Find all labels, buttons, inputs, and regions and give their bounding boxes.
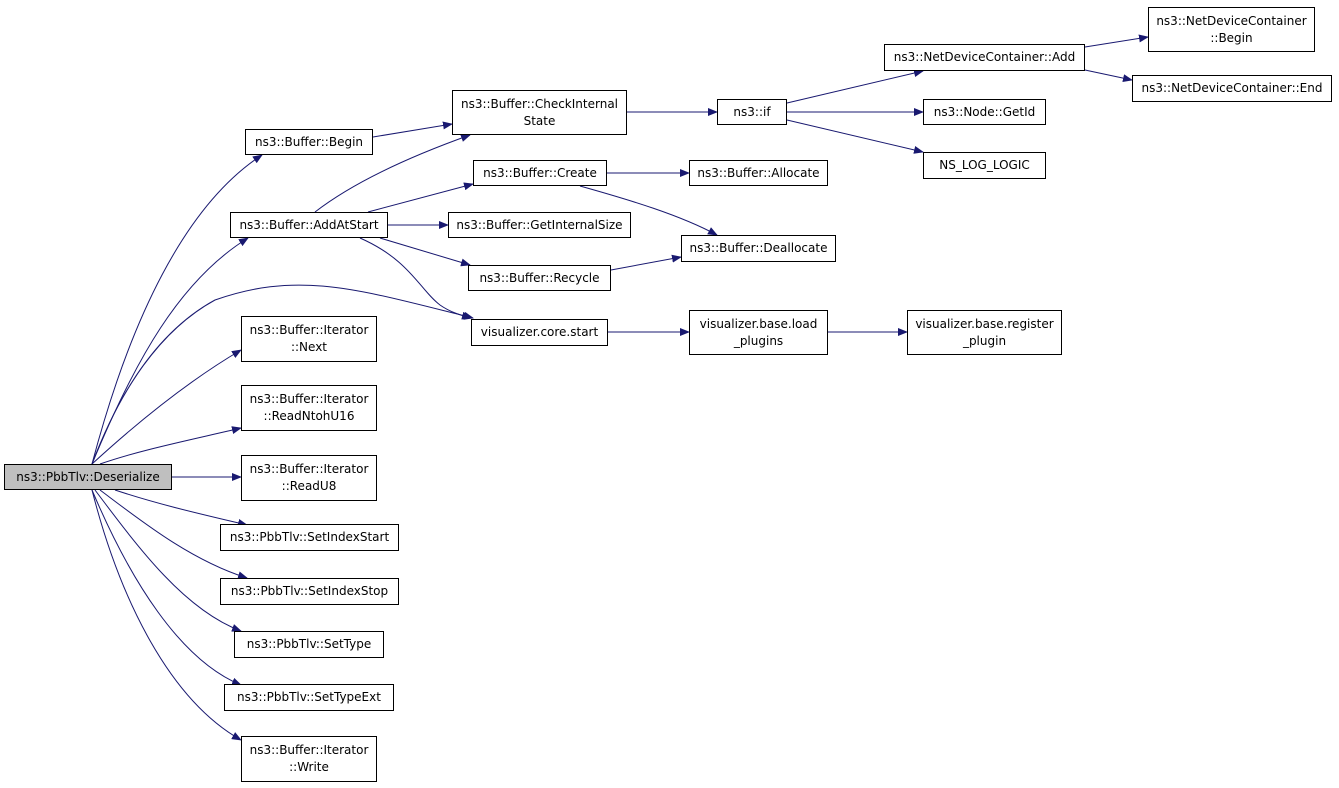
- node-set-type-label: ns3::PbbTlv::SetType: [246, 637, 372, 651]
- node-iterator-read-ntoh-u16-label-2: ::ReadNtohU16: [263, 409, 355, 423]
- edge-add-at-start-to-buffer-recycle: [379, 237, 471, 267]
- node-netdevice-add-label: ns3::NetDeviceContainer::Add: [893, 50, 1076, 64]
- node-node-get-id[interactable]: ns3::Node::GetId: [923, 99, 1046, 125]
- edge-deserialize-to-add-at-start: [91, 237, 249, 465]
- edge-ns3-if-to-ns-log-logic: [786, 119, 924, 154]
- node-iterator-read-u8[interactable]: ns3::Buffer::Iterator::ReadU8: [241, 455, 377, 501]
- node-buffer-allocate-label: ns3::Buffer::Allocate: [697, 165, 820, 180]
- node-ns-log-logic[interactable]: NS_LOG_LOGIC: [923, 152, 1046, 179]
- edge-add-at-start-to-check-internal-state: [314, 134, 471, 213]
- node-load-plugins-label-1: visualizer.base.load: [699, 316, 818, 331]
- edge-deserialize-to-set-type-ext: [91, 489, 242, 686]
- node-netdevice-begin-label-2: ::Begin: [1210, 30, 1253, 45]
- edge-netdevice-add-to-netdevice-end: [1084, 69, 1133, 83]
- edge-add-at-start-to-visualizer-core-start: [359, 237, 472, 320]
- edge-deserialize-to-set-type: [94, 489, 242, 632]
- node-set-type-ext-label: ns3::PbbTlv::SetTypeExt: [237, 690, 381, 704]
- node-load-plugins[interactable]: visualizer.base.load _plugins: [689, 310, 828, 355]
- node-deserialize-label: ns3::PbbTlv::Deserialize: [16, 469, 160, 484]
- node-load-plugins-label-2: _plugins: [733, 333, 784, 348]
- node-netdevice-begin[interactable]: ns3::NetDeviceContainer::Begin: [1148, 7, 1315, 52]
- node-visualizer-core-start-label: visualizer.core.start: [480, 325, 599, 339]
- node-buffer-create[interactable]: ns3::Buffer::Create: [473, 160, 607, 186]
- edge-add-at-start-to-buffer-create: [367, 182, 474, 213]
- node-ns3-if-label: ns3::if: [733, 104, 771, 119]
- node-set-index-stop-label: ns3::PbbTlv::SetIndexStop: [230, 584, 389, 598]
- node-check-internal-state-label-2: State: [523, 113, 556, 128]
- node-add-at-start-label: ns3::Buffer::AddAtStart: [239, 217, 379, 232]
- edge-buffer-begin-to-check-internal-state: [372, 121, 453, 138]
- edge-deserialize-to-iterator-write: [91, 489, 242, 741]
- node-netdevice-begin-label-1: ns3::NetDeviceContainer: [1156, 13, 1307, 28]
- edge-buffer-recycle-to-buffer-deallocate: [610, 254, 682, 271]
- edge-deserialize-to-set-index-stop: [99, 489, 248, 580]
- node-netdevice-add[interactable]: ns3::NetDeviceContainer::Add: [884, 44, 1085, 71]
- node-buffer-begin-label: ns3::Buffer::Begin: [254, 134, 364, 149]
- node-buffer-allocate[interactable]: ns3::Buffer::Allocate: [689, 160, 828, 186]
- node-set-index-start[interactable]: ns3::PbbTlv::SetIndexStart: [220, 524, 399, 551]
- node-iterator-write-label-1: ns3::Buffer::Iterator: [249, 743, 369, 757]
- edge-deserialize-to-iterator-next: [91, 349, 242, 465]
- node-ns-log-logic-label: NS_LOG_LOGIC: [939, 158, 1030, 172]
- edge-ns3-if-to-netdevice-add: [786, 69, 924, 104]
- node-iterator-next-label-2: ::Next: [290, 340, 328, 354]
- node-iterator-write[interactable]: ns3::Buffer::Iterator::Write: [241, 736, 377, 782]
- node-buffer-begin[interactable]: ns3::Buffer::Begin: [245, 129, 373, 155]
- node-buffer-recycle-label: ns3::Buffer::Recycle: [479, 270, 600, 285]
- node-node-get-id-label: ns3::Node::GetId: [933, 104, 1036, 119]
- node-iterator-read-ntoh-u16-label-1: ns3::Buffer::Iterator: [249, 392, 369, 406]
- call-edges: [91, 34, 1149, 741]
- node-deserialize[interactable]: ns3::PbbTlv::Deserialize: [4, 464, 172, 490]
- edge-deserialize-to-buffer-begin: [91, 154, 263, 465]
- node-buffer-recycle[interactable]: ns3::Buffer::Recycle: [468, 265, 611, 291]
- node-visualizer-core-start[interactable]: visualizer.core.start: [471, 319, 608, 346]
- node-set-type[interactable]: ns3::PbbTlv::SetType: [234, 631, 384, 658]
- node-add-at-start[interactable]: ns3::Buffer::AddAtStart: [230, 212, 388, 238]
- node-buffer-deallocate-label: ns3::Buffer::Deallocate: [689, 241, 828, 255]
- node-get-internal-size-label: ns3::Buffer::GetInternalSize: [456, 217, 623, 232]
- node-netdevice-end[interactable]: ns3::NetDeviceContainer::End: [1132, 75, 1332, 102]
- node-iterator-read-u8-label-1: ns3::Buffer::Iterator: [249, 462, 369, 476]
- node-iterator-read-ntoh-u16[interactable]: ns3::Buffer::Iterator::ReadNtohU16: [241, 385, 377, 431]
- edge-deserialize-to-set-index-start: [114, 489, 248, 527]
- node-set-index-start-label: ns3::PbbTlv::SetIndexStart: [229, 530, 390, 544]
- node-iterator-next-label-1: ns3::Buffer::Iterator: [249, 323, 369, 337]
- node-iterator-next[interactable]: ns3::Buffer::Iterator::Next: [241, 316, 377, 362]
- node-netdevice-end-label: ns3::NetDeviceContainer::End: [1141, 81, 1323, 95]
- node-set-type-ext[interactable]: ns3::PbbTlv::SetTypeExt: [224, 684, 394, 711]
- edge-deserialize-to-visualizer-core-start: [91, 284, 474, 465]
- node-iterator-write-label-2: ::Write: [289, 760, 329, 774]
- node-iterator-read-u8-label-2: ::ReadU8: [281, 479, 337, 493]
- node-buffer-deallocate[interactable]: ns3::Buffer::Deallocate: [681, 235, 836, 262]
- node-register-plugin-label-2: _plugin: [962, 333, 1007, 348]
- node-ns3-if[interactable]: ns3::if: [717, 99, 787, 125]
- node-set-index-stop[interactable]: ns3::PbbTlv::SetIndexStop: [220, 578, 399, 605]
- node-check-internal-state-label-1: ns3::Buffer::CheckInternal: [460, 96, 619, 111]
- edge-buffer-create-to-buffer-deallocate: [579, 185, 718, 236]
- edge-netdevice-add-to-netdevice-begin: [1084, 34, 1149, 48]
- node-register-plugin-label-1: visualizer.base.register: [915, 316, 1054, 331]
- node-register-plugin[interactable]: visualizer.base.register _plugin: [907, 310, 1062, 355]
- node-buffer-create-label: ns3::Buffer::Create: [483, 165, 597, 180]
- edge-deserialize-to-iterator-read-ntoh-u16: [99, 426, 242, 465]
- node-get-internal-size[interactable]: ns3::Buffer::GetInternalSize: [448, 212, 631, 238]
